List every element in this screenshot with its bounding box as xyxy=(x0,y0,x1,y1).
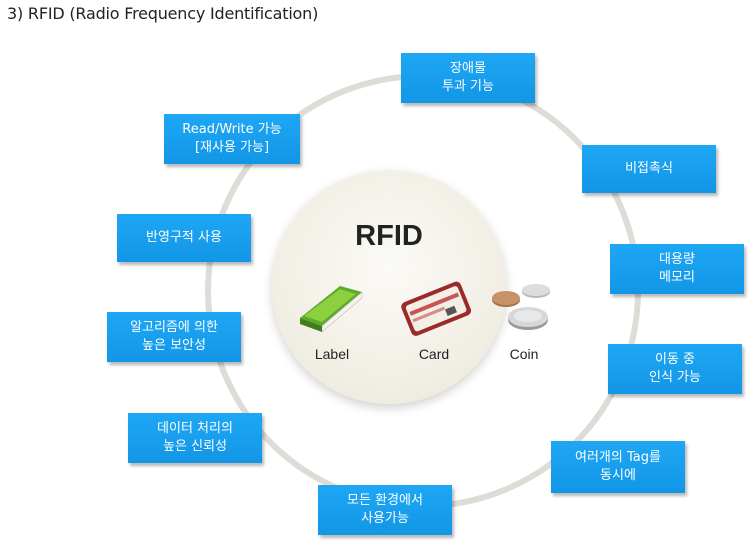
coin-caption: Coin xyxy=(509,346,539,362)
feature-all-environments: 모든 환경에서 사용가능 xyxy=(318,485,452,535)
feature-data-reliability: 데이터 처리의 높은 신뢰성 xyxy=(128,413,262,463)
card-icon xyxy=(401,281,472,336)
feature-large-memory: 대용량 메모리 xyxy=(610,244,744,294)
label-caption: Label xyxy=(314,346,350,362)
book-icon xyxy=(300,286,363,333)
feature-semi-permanent: 반영구적 사용 xyxy=(117,214,251,262)
card-caption: Card xyxy=(418,346,450,362)
feature-moving-recognition: 이동 중 인식 가능 xyxy=(608,344,742,394)
feature-read-write: Read/Write 가능 [재사용 가능] xyxy=(164,114,300,164)
feature-multiple-tags: 여러개의 Tag를 동시에 xyxy=(551,441,685,493)
page-title: 3) RFID (Radio Frequency Identification) xyxy=(7,4,319,23)
feature-obstacle-penetration: 장애물 투과 기능 xyxy=(401,53,535,103)
feature-algorithm-security: 알고리즘에 의한 높은 보안성 xyxy=(107,312,241,362)
coins-icon xyxy=(492,284,550,330)
center-title: RFID xyxy=(355,220,423,252)
center-circle: RFID Label Card xyxy=(272,170,550,404)
feature-contactless: 비접촉식 xyxy=(582,145,716,193)
